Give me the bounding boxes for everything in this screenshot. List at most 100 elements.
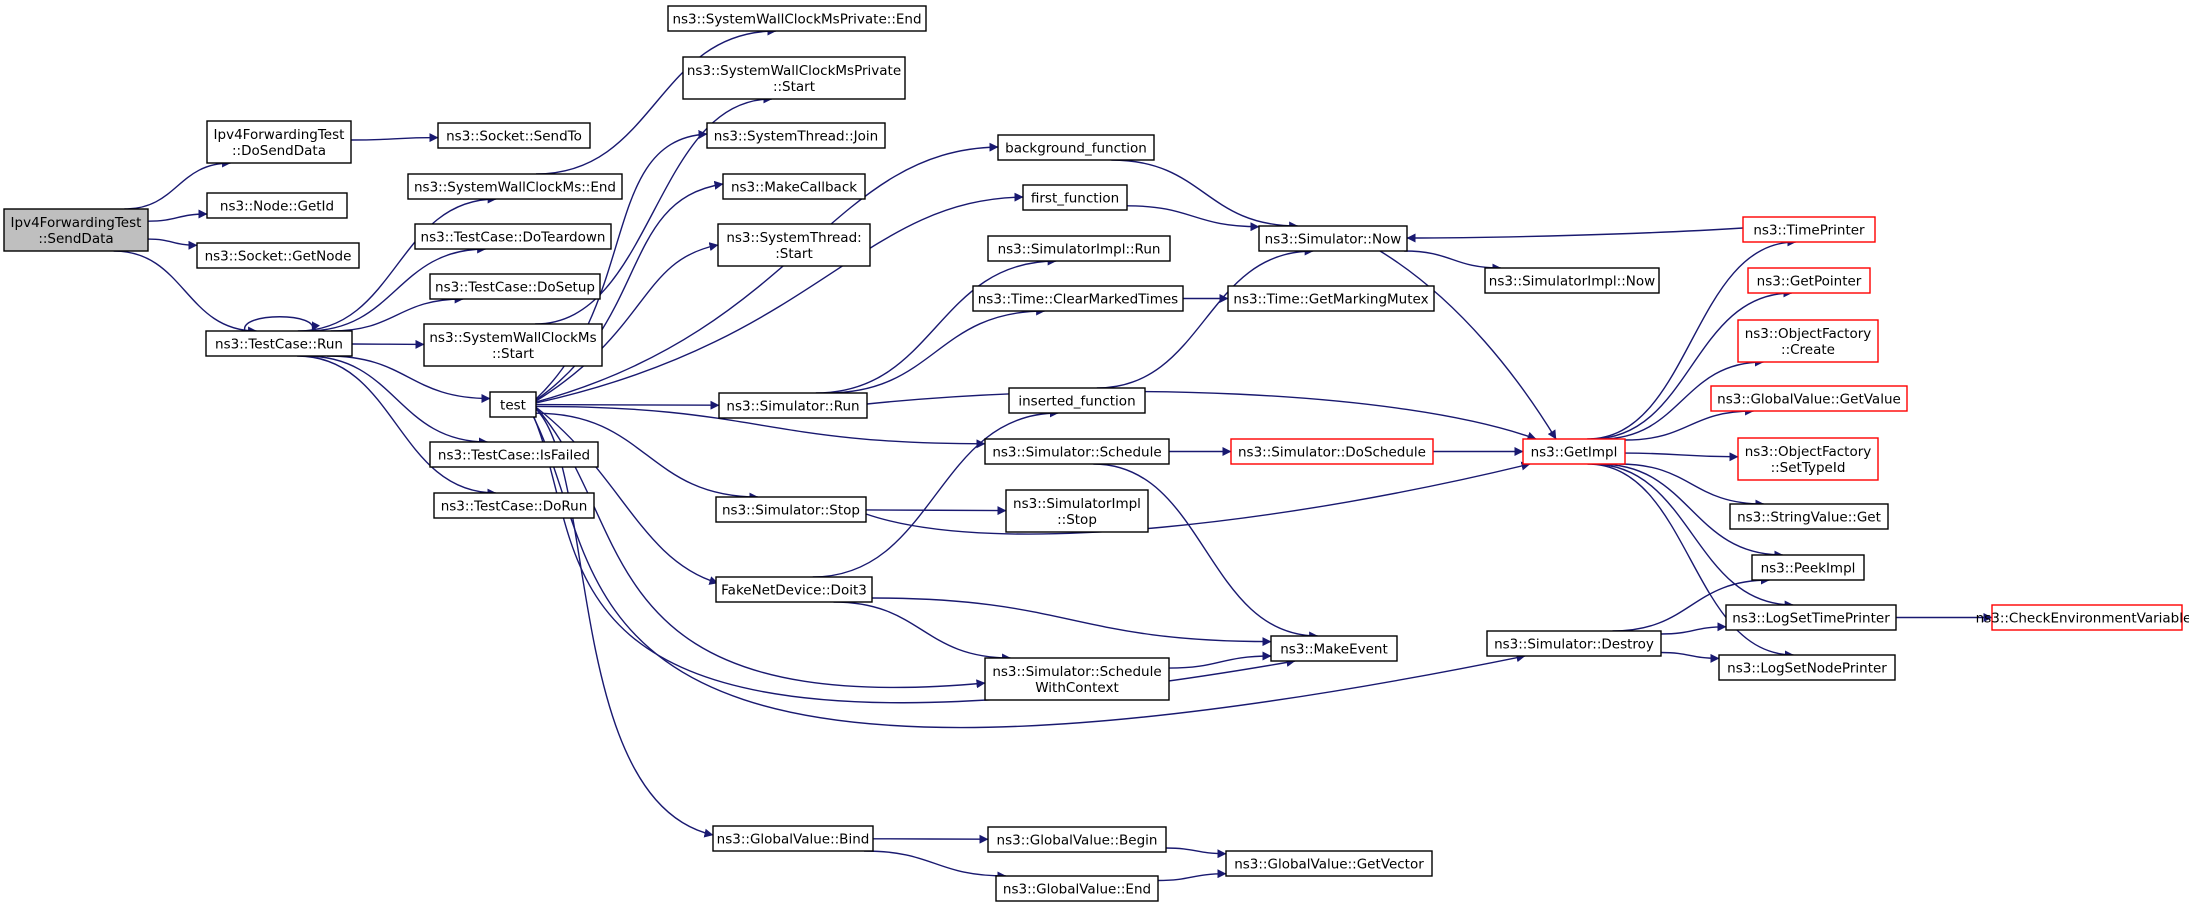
node-ofSetTypeId[interactable]: ns3::ObjectFactory::SetTypeId — [1737, 437, 1879, 481]
edge-test-to-simRun — [535, 400, 720, 410]
edge-simRun-to-getImpl — [866, 390, 1537, 441]
node-swcmStart[interactable]: ns3::SystemWallClockMs::Start — [423, 323, 603, 367]
node-stJoin[interactable]: ns3::SystemThread::Join — [706, 122, 886, 149]
node-box — [1227, 285, 1435, 312]
node-simStop[interactable]: ns3::Simulator::Stop — [715, 496, 867, 523]
edge-gvEnd-to-gvGetVector — [1157, 869, 1227, 882]
node-gvBind[interactable]: ns3::GlobalValue::Bind — [712, 825, 874, 852]
node-label: ns3::Socket::SendTo — [446, 129, 582, 145]
edge-testcaseRun-to-tcIsFailed — [305, 355, 488, 447]
node-doSchedule[interactable]: ns3::Simulator::DoSchedule — [1230, 438, 1434, 465]
edge-layer — [113, 26, 1993, 882]
node-gvBegin[interactable]: ns3::GlobalValue::Begin — [987, 826, 1167, 853]
node-getMarkingMutex[interactable]: ns3::Time::GetMarkingMutex — [1227, 285, 1435, 312]
node-bgFunc[interactable]: background_function — [997, 134, 1155, 161]
edge-fakeDoit3-to-insertedFunc — [812, 408, 1059, 578]
node-gvGetVector[interactable]: ns3::GlobalValue::GetVector — [1225, 850, 1433, 877]
node-nodeGetId[interactable]: ns3::Node::GetId — [206, 192, 348, 219]
node-label: test — [500, 398, 526, 414]
node-label: ns3::PeekImpl — [1761, 561, 1856, 577]
node-testcaseRun[interactable]: ns3::TestCase::Run — [205, 330, 353, 357]
node-logSetNodePrinter[interactable]: ns3::LogSetNodePrinter — [1718, 654, 1896, 681]
node-simImplStop[interactable]: ns3::SimulatorImpl::Stop — [1005, 489, 1149, 533]
node-swcmpStart[interactable]: ns3::SystemWallClockMsPrivate::Start — [682, 56, 906, 100]
node-box — [984, 438, 1170, 465]
node-simImplNow[interactable]: ns3::SimulatorImpl::Now — [1484, 267, 1660, 294]
node-clearMarked[interactable]: ns3::Time::ClearMarkedTimes — [972, 285, 1184, 312]
node-root[interactable]: Ipv4ForwardingTest::SendData — [3, 208, 149, 252]
node-label: ::SendData — [38, 231, 113, 247]
node-box — [987, 826, 1167, 853]
node-tcDoRun[interactable]: ns3::TestCase::DoRun — [433, 492, 595, 519]
node-simNow[interactable]: ns3::Simulator::Now — [1258, 225, 1408, 252]
node-box — [205, 330, 353, 357]
edge-test-to-makeEvent — [529, 407, 1296, 704]
node-box — [1725, 604, 1897, 631]
node-box — [1737, 437, 1879, 481]
node-tcDoSetup[interactable]: ns3::TestCase::DoSetup — [429, 273, 601, 300]
node-insertedFunc[interactable]: inserted_function — [1008, 387, 1146, 414]
node-label: background_function — [1005, 141, 1147, 157]
node-label: ::Stop — [1057, 512, 1097, 528]
node-gvGetValue[interactable]: ns3::GlobalValue::GetValue — [1710, 385, 1908, 412]
node-box — [717, 223, 871, 267]
node-box — [489, 391, 537, 418]
edge-doSendData-to-socketSendTo — [350, 133, 439, 143]
node-peekImpl[interactable]: ns3::PeekImpl — [1751, 554, 1865, 581]
node-checkEnv[interactable]: ns3::CheckEnvironmentVariables — [1976, 604, 2189, 631]
node-ofCreate[interactable]: ns3::ObjectFactory::Create — [1737, 319, 1879, 363]
node-gvEnd[interactable]: ns3::GlobalValue::End — [995, 875, 1159, 902]
node-getImpl[interactable]: ns3::GetImpl — [1522, 438, 1626, 465]
node-strValueGet[interactable]: ns3::StringValue::Get — [1729, 503, 1889, 530]
node-label: ::Start — [492, 346, 534, 362]
node-simRun[interactable]: ns3::Simulator::Run — [718, 392, 868, 419]
node-tcDoTeardown[interactable]: ns3::TestCase::DoTeardown — [414, 223, 612, 250]
node-label: ns3::LogSetNodePrinter — [1727, 661, 1887, 677]
node-stStart[interactable]: ns3::SystemThread::Start — [717, 223, 871, 267]
node-getPointer[interactable]: ns3::GetPointer — [1747, 267, 1871, 294]
node-socketGetNode[interactable]: ns3::Socket::GetNode — [196, 242, 360, 269]
node-label: ns3::SystemThread::Join — [714, 129, 878, 145]
edge-test-to-fakeDoit3 — [532, 404, 719, 585]
node-box — [1522, 438, 1626, 465]
node-box — [715, 496, 867, 523]
node-makeEvent[interactable]: ns3::MakeEvent — [1270, 635, 1398, 662]
node-box — [987, 235, 1171, 262]
node-label: ns3::CheckEnvironmentVariables — [1976, 611, 2189, 627]
node-label: ns3::StringValue::Get — [1737, 510, 1881, 526]
node-box — [206, 192, 348, 219]
node-label: ns3::SimulatorImpl::Run — [998, 242, 1161, 258]
node-label: ns3::TestCase::IsFailed — [438, 448, 590, 464]
node-timePrinter[interactable]: ns3::TimePrinter — [1742, 216, 1876, 243]
node-layer: Ipv4ForwardingTest::SendData Ipv4Forwardi… — [3, 5, 2189, 902]
edge-simStop-to-simImplStop — [865, 506, 1007, 516]
node-label: ns3::Simulator::Schedule — [992, 445, 1161, 461]
node-fakeDoit3[interactable]: FakeNetDevice::Doit3 — [715, 576, 873, 603]
node-doSendData[interactable]: Ipv4ForwardingTest::DoSendData — [206, 120, 352, 164]
node-box — [1991, 604, 2183, 631]
edge-schedWithCtx-to-makeEvent — [1168, 651, 1272, 669]
edge-bgFunc-to-simNow — [1111, 159, 1299, 231]
node-simDestroy[interactable]: ns3::Simulator::Destroy — [1486, 630, 1662, 657]
node-simImplRun[interactable]: ns3::SimulatorImpl::Run — [987, 235, 1171, 262]
node-socketSendTo[interactable]: ns3::Socket::SendTo — [437, 122, 591, 149]
node-makeCallback[interactable]: ns3::MakeCallback — [722, 173, 866, 200]
node-box — [1747, 267, 1871, 294]
node-tcIsFailed[interactable]: ns3::TestCase::IsFailed — [429, 441, 599, 468]
node-firstFunc[interactable]: first_function — [1022, 184, 1128, 211]
node-label: :Start — [775, 246, 813, 262]
node-label: first_function — [1031, 191, 1119, 207]
node-swcmEnd[interactable]: ns3::SystemWallClockMs::End — [407, 173, 623, 200]
edge-test-to-simSchedule — [535, 405, 986, 449]
node-box — [1008, 387, 1146, 414]
node-simSchedule[interactable]: ns3::Simulator::Schedule — [984, 438, 1170, 465]
node-test[interactable]: test — [489, 391, 537, 418]
node-swcmpEnd[interactable]: ns3::SystemWallClockMsPrivate::End — [667, 5, 927, 32]
node-logSetTimePrinter[interactable]: ns3::LogSetTimePrinter — [1725, 604, 1897, 631]
node-box — [423, 323, 603, 367]
node-box — [1729, 503, 1889, 530]
edge-getImpl-to-logSetTimePrinter — [1591, 463, 1794, 610]
node-label: ns3::Simulator::Run — [726, 399, 859, 415]
node-box — [1751, 554, 1865, 581]
